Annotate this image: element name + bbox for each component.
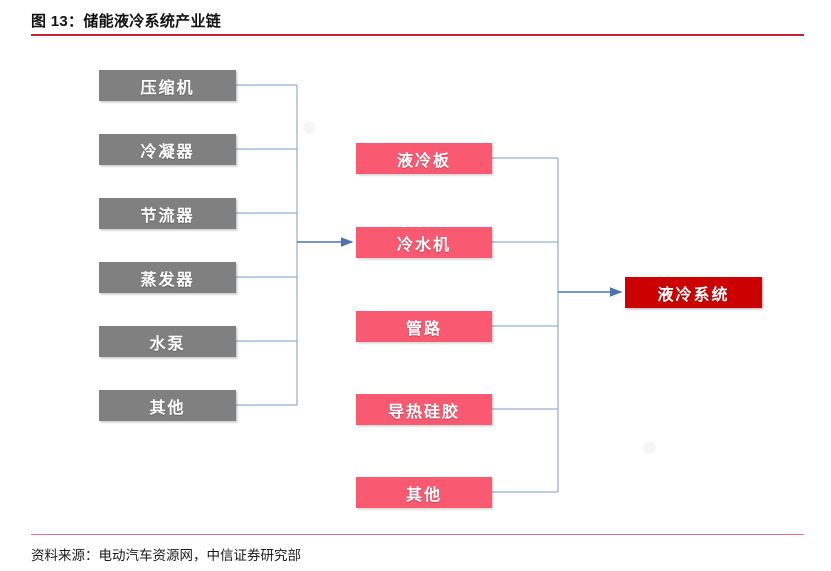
node-condenser[interactable]: 冷凝器 (99, 134, 236, 165)
source-note: 资料来源：电动汽车资源网，中信证券研究部 (31, 548, 301, 563)
source-divider (31, 534, 804, 536)
node-thermal-silicone[interactable]: 导热硅胶 (356, 394, 492, 425)
node-water-pump[interactable]: 水泵 (99, 326, 236, 357)
node-others-components[interactable]: 其他 (99, 390, 236, 421)
node-label: 节流器 (140, 205, 195, 225)
node-label: 冷凝器 (140, 141, 195, 161)
title-divider (31, 34, 804, 36)
node-label: 液冷板 (396, 150, 451, 170)
watermark: ● (635, 428, 663, 466)
node-piping[interactable]: 管路 (356, 311, 492, 342)
node-compressor[interactable]: 压缩机 (99, 70, 236, 101)
figure-title: 图 13：储能液冷系统产业链 (31, 13, 222, 30)
node-label: 冷水机 (396, 234, 451, 254)
node-label: 液冷系统 (657, 284, 730, 304)
node-others-subsystems[interactable]: 其他 (356, 477, 492, 508)
node-label: 管路 (405, 318, 442, 338)
node-label: 压缩机 (140, 77, 195, 97)
node-chiller[interactable]: 冷水机 (356, 227, 492, 258)
watermark: ● (295, 108, 323, 146)
node-throttle[interactable]: 节流器 (99, 198, 236, 229)
node-evaporator[interactable]: 蒸发器 (99, 262, 236, 293)
node-label: 蒸发器 (140, 269, 195, 289)
node-liquid-cooling-system[interactable]: 液冷系统 (625, 277, 762, 308)
node-label: 水泵 (149, 333, 186, 353)
node-label: 导热硅胶 (387, 401, 460, 421)
node-label: 其他 (149, 397, 186, 417)
node-liquid-cooling-plate[interactable]: 液冷板 (356, 143, 492, 174)
node-label: 其他 (405, 484, 442, 504)
